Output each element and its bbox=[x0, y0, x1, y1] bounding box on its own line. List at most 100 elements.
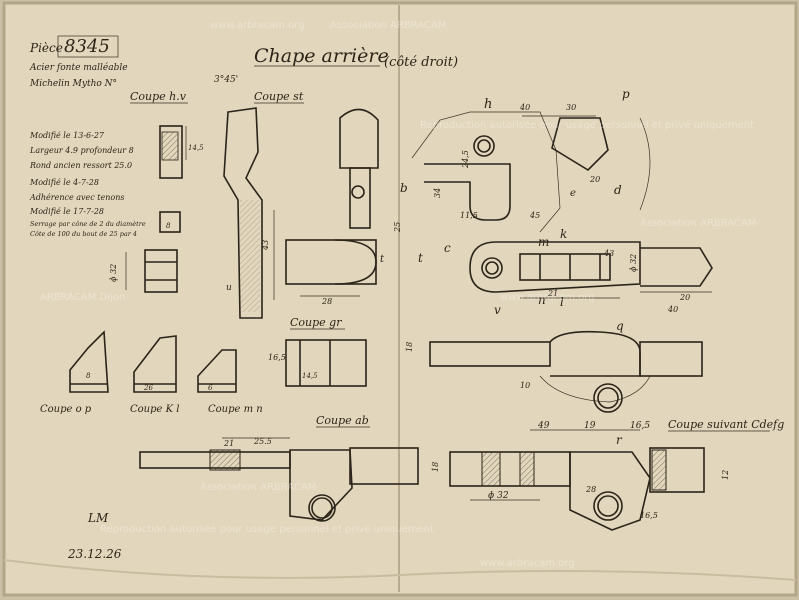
letter-r: r bbox=[616, 433, 623, 447]
letter-c: c bbox=[444, 241, 451, 255]
cdefg-bore-outer bbox=[593, 491, 623, 521]
label-coupe-cdefg: Coupe suivant Cdefg bbox=[668, 418, 784, 431]
ab-boss bbox=[289, 449, 353, 521]
st-letter-t: t bbox=[380, 254, 385, 265]
clevis-u-slot bbox=[424, 163, 511, 221]
q-dim-10: 10 bbox=[520, 381, 530, 390]
note-3: Rond ancien ressort 25.0 bbox=[29, 161, 132, 170]
label-coupe-gr: Coupe gr bbox=[290, 316, 342, 329]
elev-tip bbox=[640, 247, 713, 287]
cdefg-boss bbox=[569, 451, 651, 531]
letter-b: b bbox=[400, 181, 408, 195]
paper-crease bbox=[3, 559, 797, 581]
note-5: Adhérence avec tenons bbox=[29, 193, 124, 202]
elev-shank bbox=[519, 253, 611, 281]
drawing-title: Chape arrière bbox=[254, 45, 389, 67]
tip-dim-40: 40 bbox=[667, 305, 678, 314]
ab-bore-outer bbox=[308, 494, 336, 522]
initials: LM bbox=[87, 511, 109, 525]
tilted-arc bbox=[639, 117, 651, 211]
section-op: 8 Coupe o p bbox=[40, 330, 109, 415]
elev-hole-inner bbox=[485, 261, 499, 275]
q-bar bbox=[429, 341, 551, 367]
ab-hatch bbox=[209, 449, 241, 471]
kl-profile bbox=[133, 335, 177, 393]
ab-dim-25: 25.5 bbox=[253, 437, 272, 446]
drawing-date: 23.12.26 bbox=[67, 547, 122, 561]
st-head bbox=[339, 108, 379, 169]
label-coupe-op: Coupe o p bbox=[40, 404, 92, 415]
elev-dim-43: 43 bbox=[603, 249, 614, 258]
cdefg-dim-18: 18 bbox=[431, 462, 440, 472]
gr-dim: 14,5 bbox=[302, 372, 318, 380]
piece-number-box bbox=[57, 35, 119, 58]
material-line: Acier fonte malléable bbox=[29, 62, 128, 73]
watermark-url: www.arbracam.org bbox=[210, 20, 305, 31]
op-profile bbox=[69, 330, 109, 393]
note-2: Largeur 4.9 profondeur 8 bbox=[29, 146, 134, 155]
note-6: Modifié le 17-7-28 bbox=[29, 207, 104, 216]
gr-dim-height: 16,5 bbox=[268, 353, 286, 362]
letter-p: p bbox=[622, 87, 630, 101]
tilted-dim-40: 40 bbox=[519, 103, 530, 112]
cdefg-dim-16b: 16,5 bbox=[640, 511, 658, 520]
note-7: Serrage par cône de 2 du diamètre bbox=[30, 220, 146, 228]
q-block bbox=[639, 341, 703, 377]
hv-lower-dim: 8 bbox=[166, 222, 171, 230]
plan-dim-11: 11,5 bbox=[460, 211, 478, 220]
plan-dim-25: 25 bbox=[393, 222, 402, 233]
q-bore-outer bbox=[593, 383, 623, 413]
op-dim: 8 bbox=[86, 372, 91, 380]
plan-dim-45: 45 bbox=[529, 211, 540, 220]
ab-dim-21: 21 bbox=[223, 439, 234, 448]
elev-hole-outer bbox=[481, 257, 503, 279]
piece-label: Pièce bbox=[29, 41, 63, 55]
mn-profile bbox=[197, 349, 237, 393]
clevis-plan: h b 34 24,5 11,5 45 25 bbox=[393, 97, 561, 233]
tilted-detail: 40 30 p d e 20 bbox=[519, 87, 651, 211]
revision-notes: Modifié le 13-6-27 Largeur 4.9 profondeu… bbox=[29, 131, 146, 238]
watermark-url-3: www.arbracam.org bbox=[480, 558, 575, 569]
st-dim: 28 bbox=[321, 297, 332, 306]
watermark-assoc-3: Association ARBRACAM bbox=[200, 482, 316, 493]
section-hv: Coupe h.v 14,5 8 ɸ 32 bbox=[109, 90, 204, 293]
watermark-site: ARBRACAM Dijon bbox=[40, 292, 125, 303]
section-st: Coupe st 28 t bbox=[254, 90, 385, 306]
letter-m: m bbox=[538, 235, 549, 249]
letter-e: e bbox=[570, 188, 576, 199]
ab-bore-inner bbox=[311, 497, 333, 519]
letter-t: t bbox=[418, 251, 423, 265]
note-4: Modifié le 4-7-28 bbox=[29, 178, 99, 187]
q-boss bbox=[539, 375, 651, 403]
gr-body bbox=[285, 339, 367, 387]
ab-block bbox=[349, 447, 419, 485]
cdefg-hatch-2 bbox=[519, 451, 535, 487]
st-hole bbox=[351, 185, 365, 199]
hv-diameter: ɸ 32 bbox=[109, 264, 118, 282]
cdefg-hatch-3 bbox=[651, 449, 667, 491]
plan-hole-inner bbox=[477, 139, 491, 153]
st-stem bbox=[349, 167, 371, 229]
cdefg-block bbox=[649, 447, 705, 493]
cdefg-dim-12: 12 bbox=[721, 470, 730, 480]
cdefg-hatch-1 bbox=[481, 451, 501, 487]
cdefg-dim-49: 49 bbox=[537, 421, 550, 431]
side-letter-u: u bbox=[226, 283, 232, 293]
note-1: Modifié le 13-6-27 bbox=[29, 131, 105, 140]
section-kl: 26 Coupe K l bbox=[130, 335, 179, 415]
section-q-view: q 18 10 bbox=[405, 319, 703, 413]
cdefg-phi: ɸ 32 bbox=[488, 491, 509, 501]
letter-k: k bbox=[560, 227, 567, 241]
label-coupe-kl: Coupe K l bbox=[130, 404, 179, 415]
hv-hatch bbox=[161, 131, 179, 161]
footer-block: LM 23.12.26 bbox=[67, 511, 122, 561]
hv-bore-block bbox=[144, 249, 178, 293]
watermark-assoc-2: Association ARBRACAM bbox=[640, 218, 756, 229]
letter-v: v bbox=[494, 303, 501, 317]
side-dim: 43 bbox=[261, 240, 270, 251]
piece-number: 8345 bbox=[64, 36, 110, 57]
label-coupe-ab: Coupe ab bbox=[316, 414, 369, 427]
label-coupe-st: Coupe st bbox=[254, 90, 304, 103]
